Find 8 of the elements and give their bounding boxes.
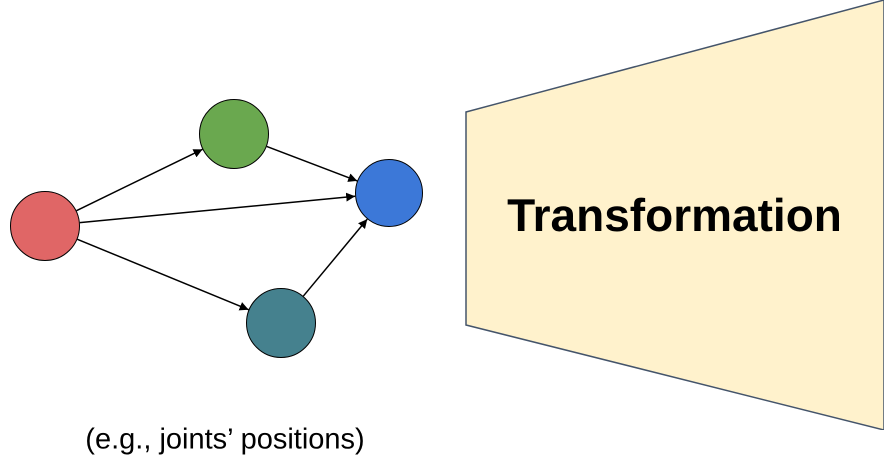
- arrow: [302, 218, 368, 297]
- arrow: [77, 238, 249, 310]
- arrow: [76, 148, 203, 212]
- arrow: [266, 146, 358, 182]
- trapezoid-block: [465, 0, 884, 430]
- caption-text: (e.g., joints’ positions): [85, 424, 365, 456]
- block-title: Transformation: [507, 188, 842, 242]
- arrow: [80, 192, 356, 224]
